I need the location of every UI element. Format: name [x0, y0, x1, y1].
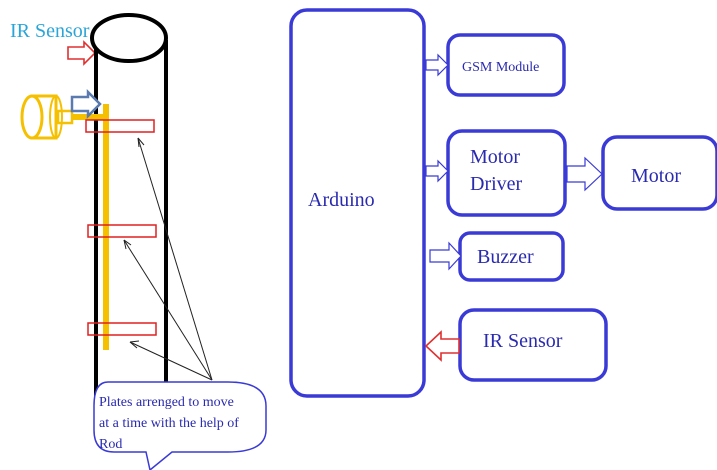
ir-sensor-block: [458, 308, 608, 382]
ir-sensor-block-label: IR Sensor: [483, 330, 563, 352]
tube-top-ellipse: [90, 13, 168, 63]
shaft-arrow-icon: [70, 88, 102, 120]
plate-middle: [87, 224, 157, 238]
motor-driver-label-line-1: Motor: [470, 146, 520, 168]
callout-pointers: [123, 137, 213, 381]
gsm-module-label: GSM Module: [462, 60, 539, 75]
ir-arrow-icon: [67, 40, 97, 66]
plate-top: [85, 119, 155, 133]
callout-bubble: [93, 381, 267, 470]
motor-driver-block: [446, 129, 567, 217]
ir-to-arduino-arrow-icon: [424, 330, 460, 362]
arduino-to-buzzer-arrow-icon: [429, 241, 462, 271]
arduino-block: [289, 8, 426, 398]
block-diagram: Arduino GSM Module Motor Driver Motor Bu…: [289, 8, 717, 398]
arduino-label: Arduino: [308, 189, 375, 211]
arduino-to-gsm-arrow-icon: [425, 53, 449, 77]
buzzer-label: Buzzer: [477, 246, 534, 268]
motor-icon: [20, 94, 106, 140]
ir-sensor-label: IR Sensor: [10, 20, 90, 42]
left-assembly: IR Sensor: [10, 13, 267, 470]
motor-driver-label-line-2: Driver: [470, 173, 523, 195]
arduino-to-driver-arrow-icon: [425, 159, 449, 183]
callout-line-3: Rod: [99, 437, 122, 452]
motor-block: [601, 135, 717, 211]
callout-line-2: at a time with the help of: [99, 416, 239, 431]
motor-label: Motor: [631, 165, 681, 187]
plate-bottom: [87, 322, 157, 336]
driver-to-motor-arrow-icon: [566, 156, 603, 192]
callout-line-1: Plates arrenged to move: [99, 395, 234, 410]
